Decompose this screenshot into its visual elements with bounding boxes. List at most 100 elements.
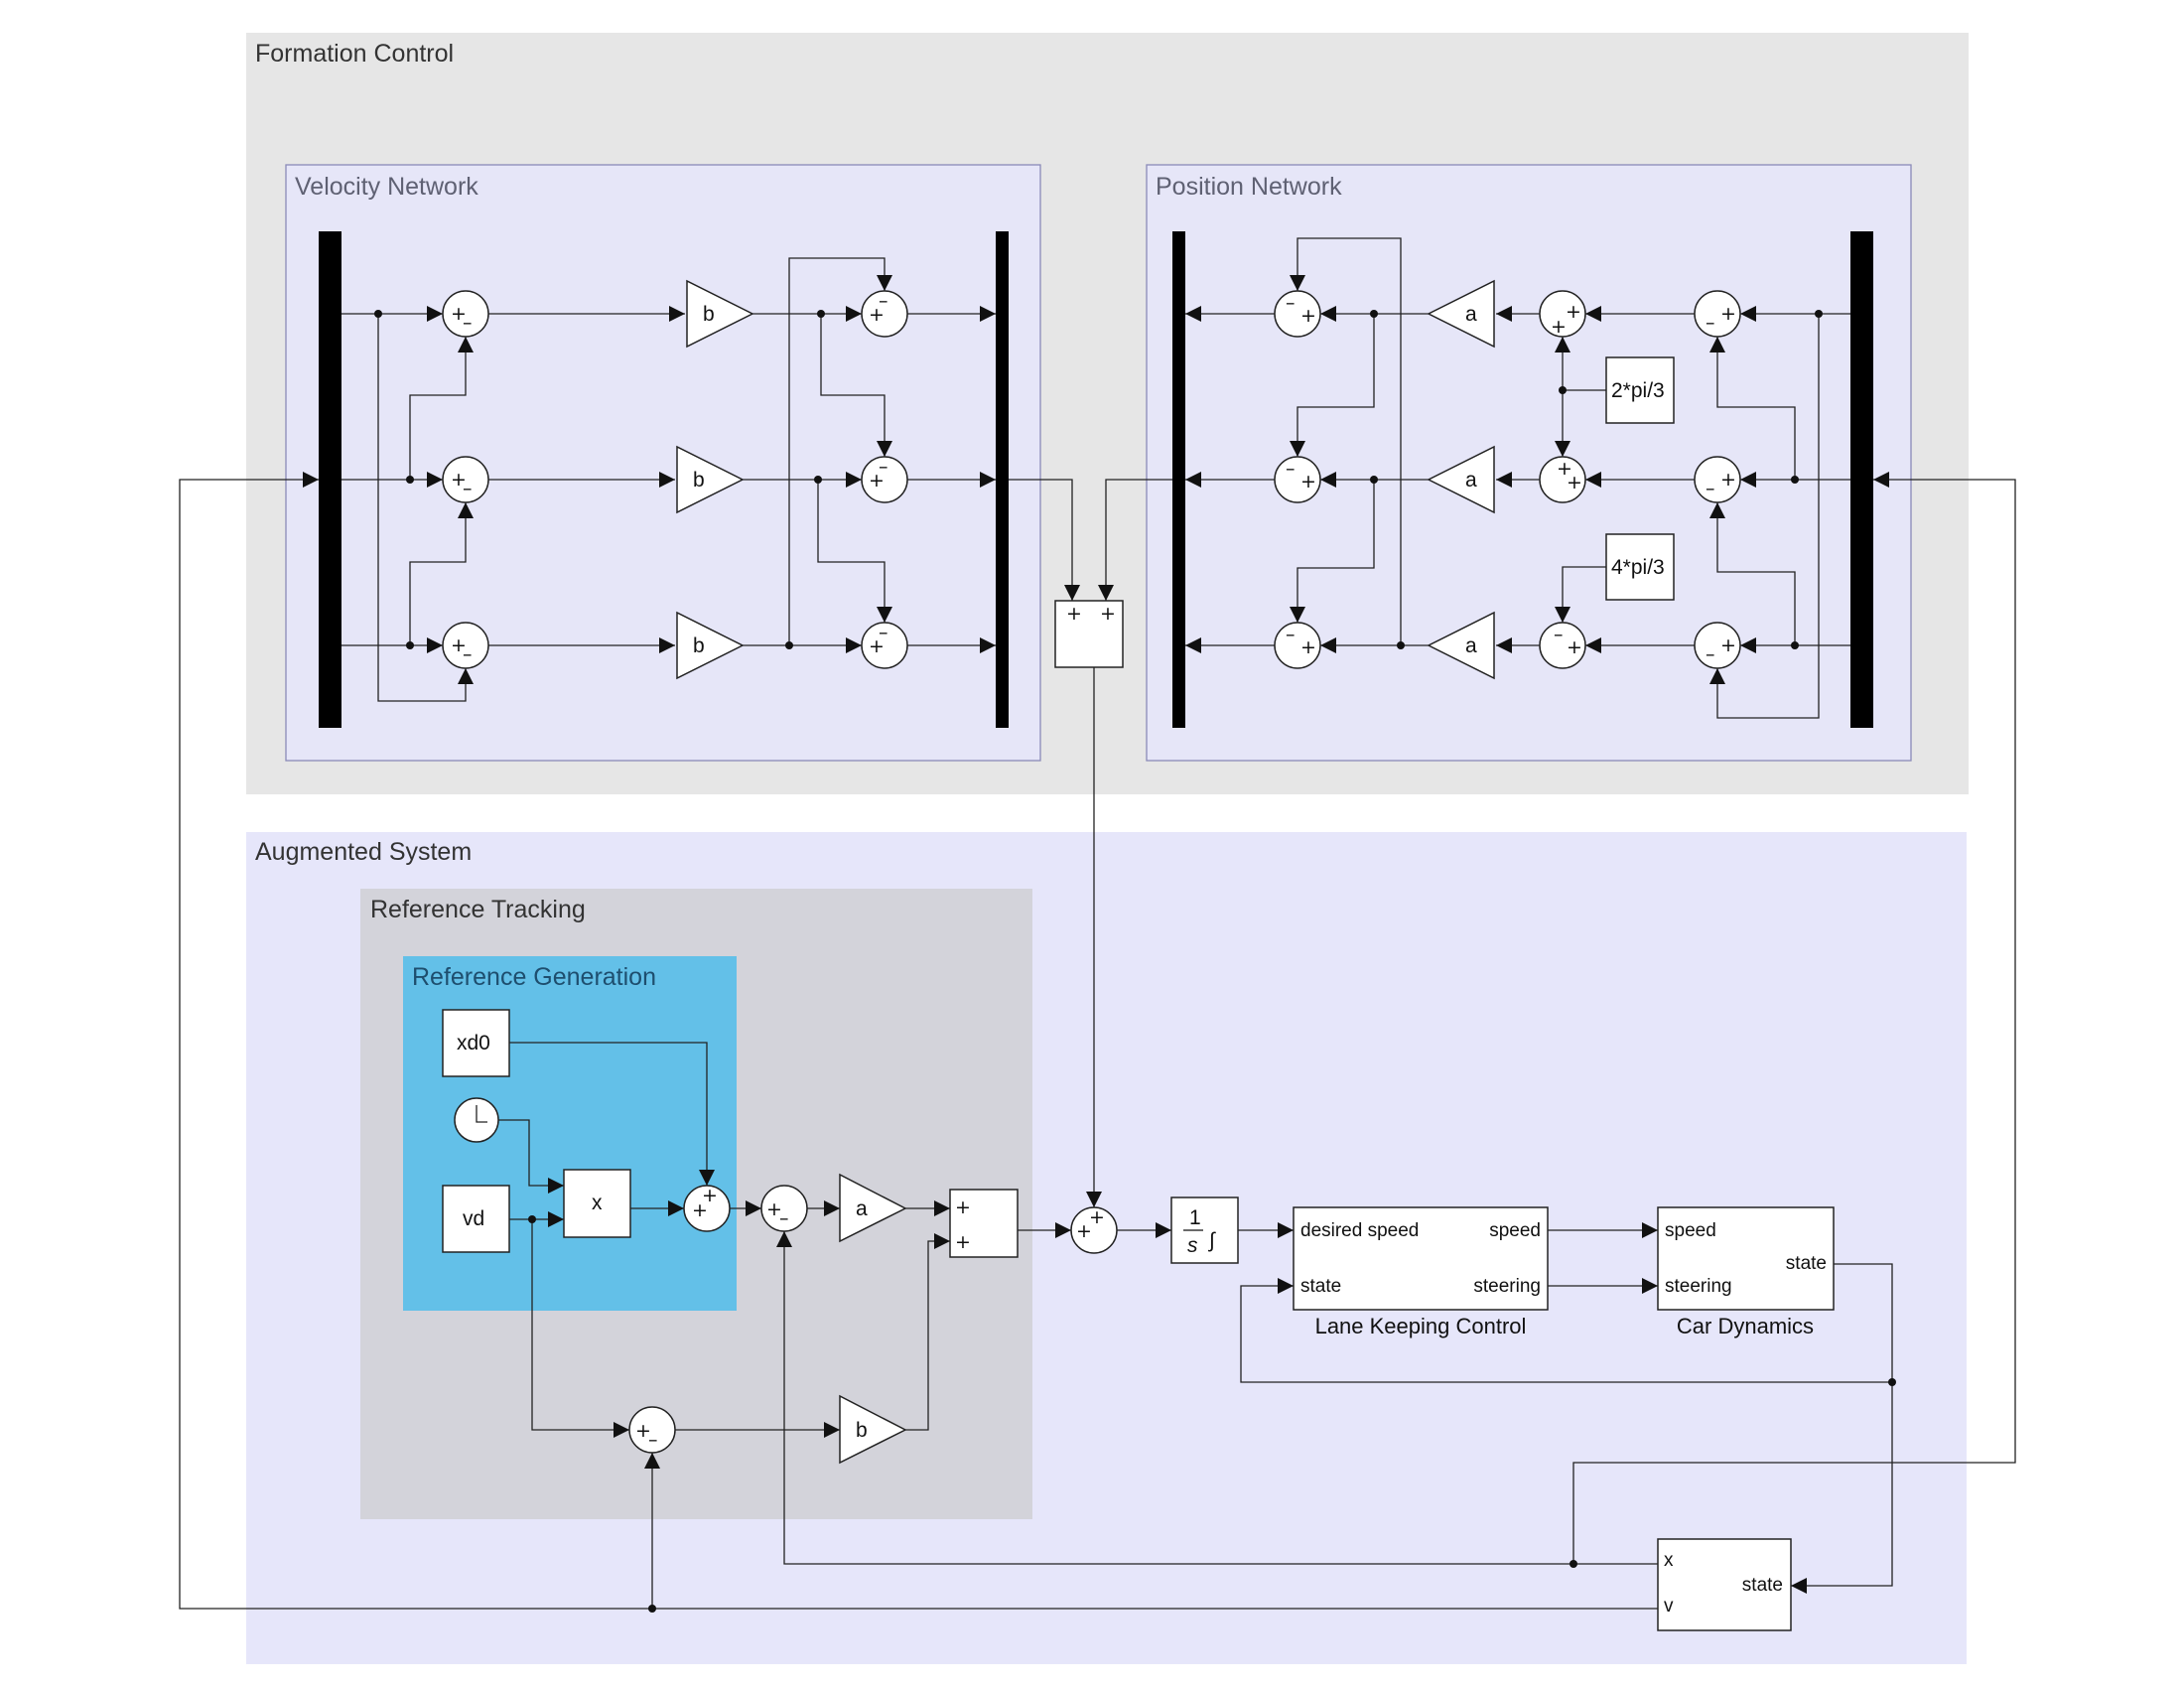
reference-generation-title: Reference Generation xyxy=(412,963,656,991)
velocity-demux-bar[interactable] xyxy=(319,231,341,728)
svg-text:–: – xyxy=(1706,478,1715,499)
svg-text:+: + xyxy=(1551,316,1567,338)
car-dynamics-block[interactable]: speed steering state xyxy=(1657,1206,1835,1311)
svg-text:1: 1 xyxy=(1189,1206,1201,1229)
xd0-constant-block[interactable]: xd0 xyxy=(442,1009,510,1077)
svg-text:steering: steering xyxy=(1665,1276,1732,1297)
svg-text:∫: ∫ xyxy=(1208,1229,1216,1252)
svg-text:desired speed: desired speed xyxy=(1300,1220,1419,1241)
svg-text:+: + xyxy=(1720,469,1736,491)
position-sum-5[interactable]: + – xyxy=(1274,456,1321,503)
svg-text:a: a xyxy=(1465,634,1477,657)
phase-offset-constant-2[interactable]: 4*pi/3 xyxy=(1605,533,1675,601)
svg-text:+: + xyxy=(869,635,885,657)
svg-text:a: a xyxy=(1465,303,1477,326)
lane-keeping-control-block[interactable]: desired speed state speed steering xyxy=(1293,1206,1549,1311)
svg-text:–: – xyxy=(879,456,888,478)
svg-text:+: + xyxy=(1300,471,1316,492)
velocity-sum-6[interactable]: + – xyxy=(861,622,908,669)
position-mux-bar[interactable] xyxy=(1172,231,1185,728)
augmented-system-title: Augmented System xyxy=(255,838,472,866)
velocity-sum-5[interactable]: + – xyxy=(861,456,908,503)
formation-control-title: Formation Control xyxy=(255,40,454,68)
phase-sum-2[interactable]: + + xyxy=(1539,456,1586,503)
car-dynamics-label: Car Dynamics xyxy=(1677,1314,1814,1338)
svg-text:–: – xyxy=(648,1429,658,1451)
product-block[interactable]: x xyxy=(563,1169,631,1238)
svg-text:xd0: xd0 xyxy=(457,1032,490,1055)
position-sum-3[interactable]: + – xyxy=(1694,622,1741,669)
position-gain-a-1[interactable]: a xyxy=(1427,279,1495,349)
position-sum-2[interactable]: + – xyxy=(1694,456,1741,503)
svg-text:x: x xyxy=(592,1192,603,1214)
svg-text:–: – xyxy=(1554,624,1564,645)
velocity-sum-3[interactable]: + – xyxy=(442,622,489,669)
svg-text:+: + xyxy=(451,469,467,491)
svg-text:–: – xyxy=(1706,643,1715,665)
velocity-network-wires xyxy=(341,257,996,702)
svg-text:+: + xyxy=(1566,301,1581,323)
svg-text:+: + xyxy=(635,1420,651,1442)
svg-text:b: b xyxy=(693,469,705,492)
reference-tracking-title: Reference Tracking xyxy=(370,896,586,923)
system-wires xyxy=(179,472,2016,1613)
formation-combine-sum[interactable]: + + xyxy=(1054,600,1124,668)
position-gain-a-2[interactable]: a xyxy=(1427,445,1495,514)
velocity-sum-1[interactable]: + – xyxy=(442,290,489,338)
velocity-network-subsystem[interactable] xyxy=(285,164,1041,762)
svg-text:state: state xyxy=(1300,1276,1341,1297)
velocity-gain-b-3[interactable]: b xyxy=(676,611,745,680)
svg-text:+: + xyxy=(869,304,885,326)
position-gain-a-3[interactable]: a xyxy=(1427,611,1495,680)
position-network-subsystem[interactable] xyxy=(1146,164,1912,762)
position-error-sum[interactable]: + – xyxy=(760,1185,808,1232)
position-demux-bar[interactable] xyxy=(1850,231,1873,728)
velocity-error-sum[interactable]: + – xyxy=(628,1406,676,1454)
velocity-mux-bar[interactable] xyxy=(996,231,1009,728)
state-selector-block[interactable]: x v state xyxy=(1657,1538,1792,1631)
svg-text:+: + xyxy=(955,1196,971,1218)
integrator-block[interactable]: 1 s ∫ xyxy=(1170,1196,1239,1264)
svg-text:–: – xyxy=(463,312,473,334)
control-sum[interactable]: + + xyxy=(1070,1206,1118,1254)
clock-icon[interactable] xyxy=(454,1097,499,1143)
svg-text:–: – xyxy=(1706,312,1715,334)
velocity-sum-4[interactable]: + – xyxy=(861,290,908,338)
phase-sum-1[interactable]: + + xyxy=(1539,290,1586,338)
svg-text:–: – xyxy=(1286,292,1296,314)
svg-text:+: + xyxy=(1720,634,1736,656)
velocity-sum-2[interactable]: + – xyxy=(442,456,489,503)
lane-keeping-control-label: Lane Keeping Control xyxy=(1315,1314,1527,1338)
svg-text:+: + xyxy=(451,634,467,656)
vd-constant-block[interactable]: vd xyxy=(442,1185,510,1253)
svg-text:+: + xyxy=(1300,305,1316,327)
svg-text:4*pi/3: 4*pi/3 xyxy=(1611,556,1665,579)
svg-text:b: b xyxy=(856,1419,868,1442)
position-sum-6[interactable]: + – xyxy=(1274,622,1321,669)
position-sum-4[interactable]: + – xyxy=(1274,290,1321,338)
velocity-gain-b-1[interactable]: b xyxy=(686,279,754,349)
svg-text:+: + xyxy=(702,1185,718,1206)
svg-text:a: a xyxy=(1465,469,1477,492)
velocity-gain-b-2[interactable]: b xyxy=(676,445,745,514)
svg-text:vd: vd xyxy=(463,1207,484,1230)
svg-text:–: – xyxy=(1286,458,1296,480)
svg-text:state: state xyxy=(1786,1253,1827,1274)
phase-sum-3[interactable]: – + xyxy=(1539,622,1586,669)
svg-text:–: – xyxy=(879,622,888,643)
svg-text:+: + xyxy=(955,1231,971,1253)
svg-text:+: + xyxy=(1100,603,1116,625)
tracking-output-sum[interactable]: + + xyxy=(949,1189,1019,1258)
reference-sum[interactable]: + + xyxy=(683,1185,731,1232)
svg-text:b: b xyxy=(703,303,715,326)
position-sum-1[interactable]: + – xyxy=(1694,290,1741,338)
svg-text:+: + xyxy=(451,303,467,325)
svg-text:+: + xyxy=(692,1199,708,1221)
phase-offset-constant-1[interactable]: 2*pi/3 xyxy=(1605,356,1675,424)
svg-text:+: + xyxy=(1089,1206,1105,1228)
svg-text:v: v xyxy=(1664,1596,1674,1617)
svg-text:speed: speed xyxy=(1665,1220,1716,1241)
svg-text:+: + xyxy=(869,470,885,492)
svg-text:s: s xyxy=(1187,1234,1198,1257)
